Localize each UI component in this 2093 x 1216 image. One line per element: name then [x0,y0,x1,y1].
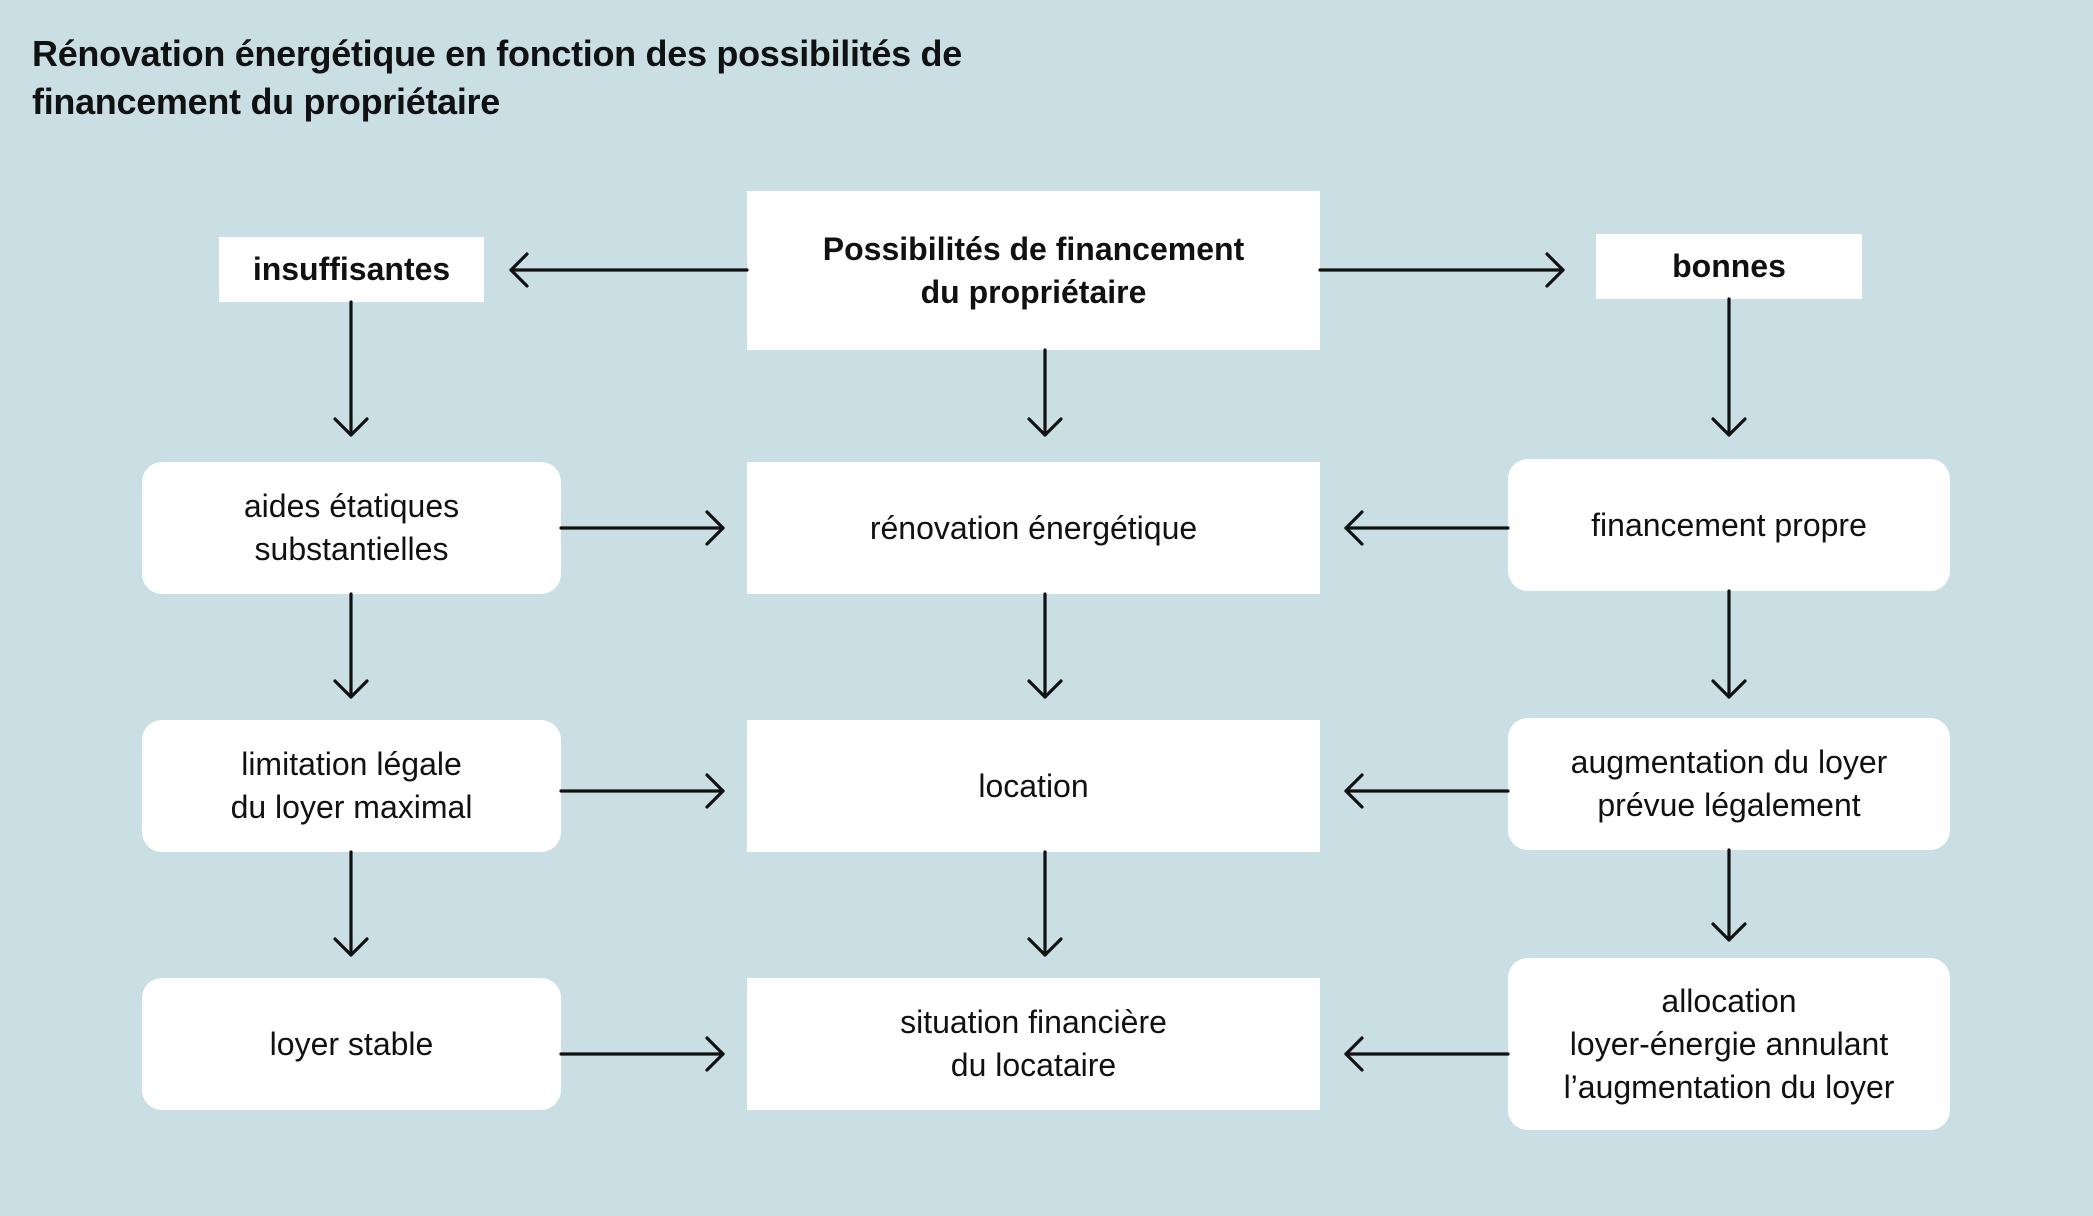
arrow-rent-increase-to-allowance [1711,848,1747,942]
node-own-financing: financement propre [1508,459,1950,591]
arrow-own-financing-to-energy-renovation [1344,510,1510,546]
diagram-title-line-2: financement du propriétaire [32,81,500,122]
arrow-allowance-to-tenant-situation [1344,1036,1510,1072]
node-state-aid: aides étatiques substantielles [142,462,561,594]
node-tenant-financial-situation-line-2: du locataire [950,1047,1117,1083]
node-own-financing-label: financement propre [1591,506,1867,543]
node-state-aid-line-1: aides étatiques [243,488,460,524]
node-energy-rent-allowance: allocation loyer-énergie annulant l’augm… [1508,958,1950,1130]
node-energy-rent-allowance-line-1: allocation [1661,982,1797,1019]
node-energy-rent-allowance-line-3: l’augmentation du loyer [1563,1068,1895,1105]
node-energy-renovation: rénovation énergétique [747,462,1320,594]
node-financing-possibilities-line-1: Possibilités de financement [822,230,1245,267]
node-good-label: bonnes [1672,248,1786,284]
node-rental-label: location [978,767,1089,804]
node-good: bonnes [1596,234,1862,299]
arrow-financing-to-energy-renovation [1027,348,1063,437]
node-stable-rent-label: loyer stable [269,1025,434,1062]
node-insufficient-label: insuffisantes [252,251,451,287]
node-tenant-financial-situation-line-1: situation financière [900,1004,1167,1040]
node-energy-renovation-label: rénovation énergétique [869,509,1198,546]
node-stable-rent: loyer stable [142,978,561,1110]
node-financing-possibilities-line-2: du propriétaire [920,273,1147,310]
node-legal-rent-limit-line-2: du loyer maximal [230,789,473,825]
node-legal-rent-limit: limitation légale du loyer maximal [142,720,561,852]
arrow-financing-to-good [1318,252,1565,288]
arrow-legal-rent-limit-to-stable-rent [333,850,369,957]
arrow-state-aid-to-legal-rent-limit [333,592,369,699]
node-insufficient: insuffisantes [219,237,484,302]
arrow-financing-to-insufficient [509,252,749,288]
arrow-rent-increase-to-rental [1344,773,1510,809]
node-state-aid-line-2: substantielles [254,531,449,567]
arrow-energy-renovation-to-rental [1027,592,1063,699]
diagram-title: Rénovation énergétique en fonction des p… [32,30,1132,126]
arrow-stable-rent-to-tenant-situation [559,1036,725,1072]
node-rent-increase-line-1: augmentation du loyer [1570,744,1888,780]
arrow-legal-rent-limit-to-rental [559,773,725,809]
arrow-rental-to-tenant-situation [1027,850,1063,957]
arrow-insufficient-to-state-aid [333,300,369,437]
node-energy-rent-allowance-line-2: loyer-énergie annulant [1569,1025,1889,1062]
node-tenant-financial-situation: situation financière du locataire [747,978,1320,1110]
arrow-own-financing-to-rent-increase [1711,589,1747,699]
node-rent-increase-line-2: prévue légalement [1597,787,1861,823]
arrow-state-aid-to-energy-renovation [559,510,725,546]
node-rent-increase: augmentation du loyer prévue légalement [1508,718,1950,850]
node-legal-rent-limit-line-1: limitation légale [241,746,462,782]
diagram-title-line-1: Rénovation énergétique en fonction des p… [32,33,962,74]
node-rental: location [747,720,1320,852]
node-financing-possibilities: Possibilités de financement du propriéta… [747,191,1320,350]
arrow-good-to-own-financing [1711,297,1747,437]
